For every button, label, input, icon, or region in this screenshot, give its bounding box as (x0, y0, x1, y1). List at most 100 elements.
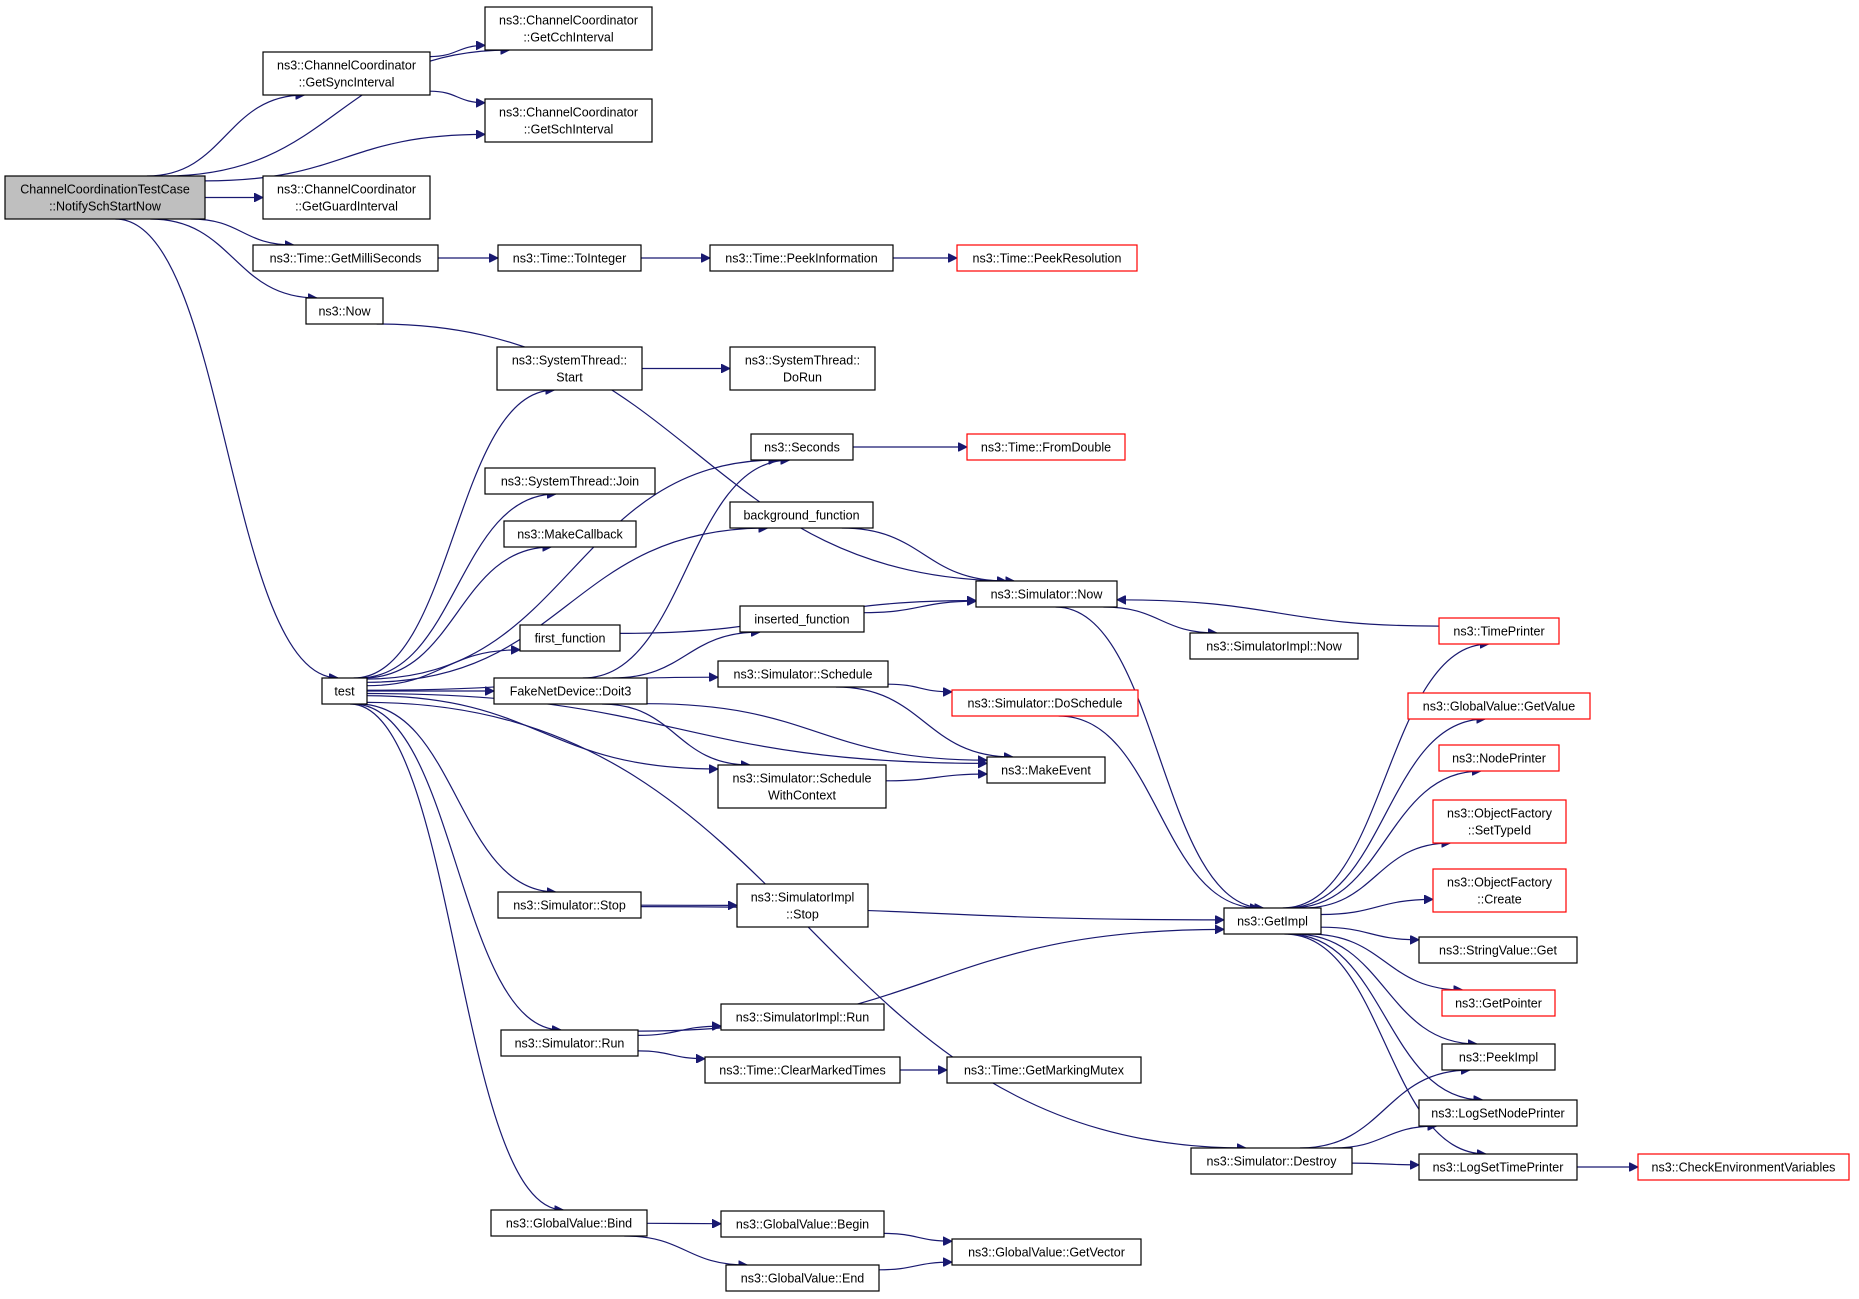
edge-root-to-getcch (163, 50, 510, 177)
node-label: ns3::LogSetNodePrinter (1431, 1107, 1564, 1121)
node-label: ns3::ChannelCoordinator (277, 183, 416, 197)
node-bgfunc[interactable]: background_function (729, 501, 874, 529)
node-insertedfunc[interactable]: inserted_function (739, 605, 865, 633)
node-getguard[interactable]: ns3::ChannelCoordinator::GetGuardInterva… (262, 175, 431, 220)
node-doschedule[interactable]: ns3::Simulator::DoSchedule (951, 689, 1139, 717)
node-label: ns3::Time::GetMilliSeconds (270, 252, 422, 266)
node-getsync[interactable]: ns3::ChannelCoordinator::GetSyncInterval (262, 51, 431, 96)
node-timeprinter[interactable]: ns3::TimePrinter (1438, 617, 1560, 645)
node-getcch[interactable]: ns3::ChannelCoordinator::GetCchInterval (484, 6, 653, 51)
node-box (717, 660, 889, 688)
node-tointeger[interactable]: ns3::Time::ToInteger (497, 244, 642, 272)
node-getpointer[interactable]: ns3::GetPointer (1441, 989, 1556, 1017)
node-label: ns3::ChannelCoordinator (499, 14, 638, 28)
node-peekinfo[interactable]: ns3::Time::PeekInformation (709, 244, 894, 272)
node-label: ns3::LogSetTimePrinter (1433, 1161, 1564, 1175)
node-box (493, 677, 648, 705)
node-firstfunc[interactable]: first_function (519, 624, 621, 652)
node-getmilli[interactable]: ns3::Time::GetMilliSeconds (252, 244, 439, 272)
node-ofcreate[interactable]: ns3::ObjectFactory::Create (1432, 868, 1567, 913)
edge-test-to-makeevent (366, 692, 987, 764)
node-label: test (334, 685, 355, 699)
node-threadstart[interactable]: ns3::SystemThread::Start (496, 346, 643, 391)
node-label: ns3::SimulatorImpl (751, 891, 855, 905)
node-logtimeprinter[interactable]: ns3::LogSetTimePrinter (1418, 1153, 1578, 1181)
node-box (1418, 1153, 1578, 1181)
node-ofsettypeid[interactable]: ns3::ObjectFactory::SetTypeId (1432, 799, 1567, 844)
node-doit3[interactable]: FakeNetDevice::Doit3 (493, 677, 648, 705)
node-label: ns3::GlobalValue::GetVector (968, 1246, 1125, 1260)
edge-schedule-to-makeevent (835, 686, 1013, 757)
node-strget[interactable]: ns3::StringValue::Get (1418, 936, 1578, 964)
node-checkenv[interactable]: ns3::CheckEnvironmentVariables (1637, 1153, 1850, 1181)
node-clearmarked[interactable]: ns3::Time::ClearMarkedTimes (704, 1056, 901, 1084)
node-threadjoin[interactable]: ns3::SystemThread::Join (484, 467, 656, 495)
node-label: ::GetSyncInterval (299, 76, 395, 90)
node-gvend[interactable]: ns3::GlobalValue::End (725, 1264, 880, 1292)
node-box (1190, 1147, 1353, 1175)
node-gvbind[interactable]: ns3::GlobalValue::Bind (490, 1209, 648, 1237)
node-label: ns3::GetImpl (1237, 915, 1308, 929)
node-peekimpl[interactable]: ns3::PeekImpl (1441, 1043, 1556, 1071)
node-simimplnow[interactable]: ns3::SimulatorImpl::Now (1189, 632, 1359, 660)
node-simnow[interactable]: ns3::Simulator::Now (975, 580, 1118, 608)
node-gvbegin[interactable]: ns3::GlobalValue::Begin (720, 1210, 885, 1238)
edge-test-to-makecallback (363, 547, 551, 679)
node-gvgetvalue[interactable]: ns3::GlobalValue::GetValue (1407, 692, 1591, 720)
edge-getimpl-to-peekimpl (1294, 933, 1477, 1044)
edge-root-to-now (150, 218, 317, 298)
node-simimplrun[interactable]: ns3::SimulatorImpl::Run (720, 1003, 885, 1031)
node-box (500, 1029, 639, 1057)
edge-gvbegin-to-gvgetvector (883, 1232, 952, 1241)
node-box (252, 244, 439, 272)
node-label: ns3::SimulatorImpl::Run (736, 1011, 869, 1025)
node-now[interactable]: ns3::Now (305, 297, 384, 325)
edge-getimpl-to-ofsettypeid (1302, 843, 1450, 909)
node-label: ::Stop (786, 908, 819, 922)
node-simimplstop[interactable]: ns3::SimulatorImpl::Stop (736, 883, 869, 928)
node-gvgetvector[interactable]: ns3::GlobalValue::GetVector (951, 1238, 1142, 1266)
edge-doit3-to-seconds (582, 460, 790, 679)
node-test[interactable]: test (321, 677, 368, 705)
edge-test-to-simstop (358, 703, 556, 892)
node-simrun[interactable]: ns3::Simulator::Run (500, 1029, 639, 1057)
node-nodeprinter[interactable]: ns3::NodePrinter (1438, 744, 1560, 772)
node-getimpl[interactable]: ns3::GetImpl (1223, 907, 1322, 935)
node-label: ns3::MakeCallback (517, 528, 623, 542)
edge-getimpl-to-timeprinter (1282, 644, 1489, 909)
edge-getimpl-to-getpointer (1308, 933, 1462, 990)
node-label: first_function (535, 632, 606, 646)
node-schedule[interactable]: ns3::Simulator::Schedule (717, 660, 889, 688)
node-fromdouble[interactable]: ns3::Time::FromDouble (966, 433, 1126, 461)
node-label: WithContext (768, 789, 837, 803)
edge-getsync-to-getcch (429, 45, 485, 58)
node-makecallback[interactable]: ns3::MakeCallback (503, 520, 637, 548)
node-box (497, 891, 642, 919)
node-peekres[interactable]: ns3::Time::PeekResolution (956, 244, 1138, 272)
node-box (1418, 936, 1578, 964)
node-label: DoRun (783, 371, 822, 385)
node-simdestroy[interactable]: ns3::Simulator::Destroy (1190, 1147, 1353, 1175)
node-box (1407, 692, 1591, 720)
node-label: ns3::PeekImpl (1459, 1051, 1538, 1065)
edge-simdestroy-to-peekimpl (1299, 1070, 1470, 1149)
node-getmarking[interactable]: ns3::Time::GetMarkingMutex (946, 1056, 1142, 1084)
node-label: ns3::ChannelCoordinator (277, 59, 416, 73)
node-threaddorun[interactable]: ns3::SystemThread::DoRun (729, 346, 876, 391)
edge-getimpl-to-gvgetvalue (1286, 719, 1485, 909)
node-label: ::GetGuardInterval (295, 200, 398, 214)
node-label: ns3::Simulator::Stop (513, 899, 626, 913)
node-label: ns3::CheckEnvironmentVariables (1652, 1161, 1836, 1175)
node-label: ::NotifySchStartNow (49, 200, 162, 214)
node-seconds[interactable]: ns3::Seconds (750, 433, 854, 461)
node-getsch[interactable]: ns3::ChannelCoordinator::GetSchInterval (484, 98, 653, 143)
node-label: ns3::StringValue::Get (1439, 944, 1557, 958)
node-box (484, 98, 653, 143)
node-simstop[interactable]: ns3::Simulator::Stop (497, 891, 642, 919)
node-makeevent[interactable]: ns3::MakeEvent (986, 756, 1106, 784)
node-lognodeprinter[interactable]: ns3::LogSetNodePrinter (1418, 1099, 1578, 1127)
node-label: ns3::SystemThread::Join (501, 475, 639, 489)
node-root[interactable]: ChannelCoordinationTestCase::NotifySchSt… (4, 175, 206, 220)
edge-simnow-to-getimpl (1055, 606, 1264, 908)
